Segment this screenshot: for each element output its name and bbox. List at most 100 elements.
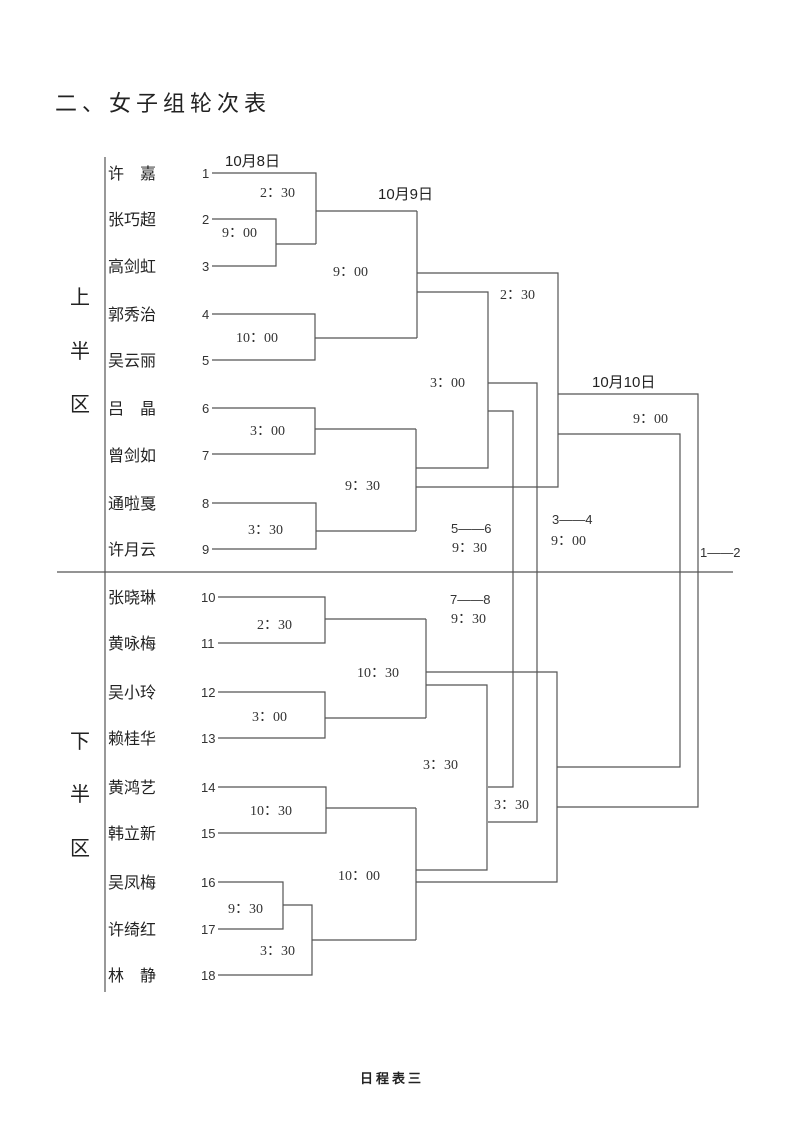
placement-3-4-time: 9：00 [551, 534, 586, 549]
player-row: 黄咏梅 11 [108, 634, 215, 653]
player-name: 许月云 [108, 540, 156, 559]
time-1-vs-23: 2：30 [260, 186, 295, 201]
section-lower-char-2: 半 [70, 782, 90, 806]
time-lower-semi-b: 3：30 [423, 758, 458, 773]
time-upper-semi-a: 2：30 [500, 288, 535, 303]
time-4-vs-5: 10：00 [236, 331, 278, 346]
player-row: 吴凤梅 16 [108, 873, 215, 892]
player-name: 郭秀治 [108, 305, 156, 324]
time-14-vs-15: 10：30 [250, 804, 292, 819]
line-upper-q1-out-b [416, 291, 489, 469]
player-seed: 5 [202, 353, 209, 368]
player-name: 许 嘉 [108, 164, 156, 183]
line-seed-14-15 [218, 786, 327, 834]
player-seed: 16 [201, 875, 215, 890]
time-8-vs-9: 3：30 [248, 523, 283, 538]
page-title: 二、女子组轮次表 [55, 92, 272, 117]
time-lower-q2: 10：00 [338, 869, 380, 884]
time-1617-vs-18: 3：30 [260, 944, 295, 959]
player-row: 许绮红 17 [108, 920, 215, 939]
line-lower-q1-out-b [416, 684, 488, 871]
section-lower-char-3: 区 [70, 836, 90, 860]
section-upper-char-2: 半 [70, 339, 90, 363]
footer-label: 日程表三 [360, 1072, 425, 1087]
player-name: 吕 晶 [108, 399, 156, 418]
player-seed: 2 [202, 212, 209, 227]
player-name: 黄咏梅 [108, 634, 156, 653]
player-row: 许 嘉 1 [108, 164, 209, 183]
time-12-vs-13: 3：00 [252, 710, 287, 725]
player-seed: 4 [202, 307, 209, 322]
player-name: 赖桂华 [108, 729, 156, 748]
player-name: 张巧超 [108, 210, 156, 229]
player-row: 赖桂华 13 [108, 729, 215, 748]
player-seed: 10 [201, 590, 215, 605]
player-seed: 13 [201, 731, 215, 746]
player-seed: 11 [201, 636, 215, 651]
player-seed: 12 [201, 685, 215, 700]
player-row: 张晓琳 10 [108, 588, 215, 607]
player-seed: 14 [201, 780, 215, 795]
line-upper-q1-out-a [416, 272, 559, 488]
time-lower-q1: 10：30 [357, 666, 399, 681]
player-name: 黄鸿艺 [108, 778, 156, 797]
placement-7-8-time: 9：30 [451, 612, 486, 627]
player-seed: 17 [201, 922, 215, 937]
placement-7-8-label: 7——8 [450, 592, 490, 607]
player-seed: 15 [201, 826, 215, 841]
player-row: 韩立新 15 [108, 824, 215, 843]
player-row: 林 静 18 [108, 966, 215, 985]
line-seed-12-13 [218, 691, 326, 739]
player-name: 韩立新 [108, 824, 156, 843]
line-upper-semi-a-out-2 [557, 433, 681, 768]
time-6-vs-7: 3：00 [250, 424, 285, 439]
player-seed: 8 [202, 496, 209, 511]
player-row: 郭秀治 4 [108, 305, 209, 324]
player-name: 吴凤梅 [108, 873, 156, 892]
player-name: 许绮红 [108, 920, 156, 939]
section-lower-char-1: 下 [70, 729, 90, 753]
date-day2: 10月9日 [378, 186, 433, 203]
placement-5-6-time: 9：30 [452, 541, 487, 556]
time-final-day3: 9：00 [633, 412, 668, 427]
line-upper-semi-b-out-1 [488, 382, 538, 823]
player-seed: 18 [201, 968, 215, 983]
line-seed-10-11 [218, 596, 326, 644]
player-name: 林 静 [108, 966, 156, 985]
line-seed-8-9 [212, 502, 317, 550]
line-seed-2-3 [212, 218, 277, 267]
time-2-vs-3: 9：00 [222, 226, 257, 241]
time-16-vs-17: 9：30 [228, 902, 263, 917]
player-row: 吴云丽 5 [108, 351, 209, 370]
line-lower-q1-out-a [416, 671, 558, 883]
placement-3-4-label: 3——4 [552, 512, 592, 527]
player-seed: 6 [202, 401, 209, 416]
player-name: 吴云丽 [108, 351, 156, 370]
player-seed: 3 [202, 259, 209, 274]
line-seed-1 [212, 172, 317, 244]
player-row: 张巧超 2 [108, 210, 209, 229]
bracket-lines [57, 157, 733, 992]
time-upper-q1: 9：00 [333, 265, 368, 280]
line-seed-6-7 [212, 407, 316, 455]
section-upper-char-1: 上 [70, 285, 90, 309]
player-row: 许月云 9 [108, 540, 209, 559]
line-upper-semi-a-out-1 [557, 393, 699, 808]
time-upper-q2: 9：30 [345, 479, 380, 494]
date-day1: 10月8日 [225, 153, 280, 170]
player-row: 吕 晶 6 [108, 399, 209, 418]
section-upper-char-3: 区 [70, 392, 90, 416]
line-upper-semi-b-out-2 [488, 410, 514, 788]
player-seed: 1 [202, 166, 209, 181]
player-name: 张晓琳 [108, 588, 156, 607]
player-row: 黄鸿艺 14 [108, 778, 215, 797]
date-day3: 10月10日 [592, 374, 655, 391]
player-name: 高剑虹 [108, 257, 156, 276]
player-seed: 9 [202, 542, 209, 557]
placement-1-2-label: 1——2 [700, 545, 740, 560]
placement-5-6-label: 5——6 [451, 521, 491, 536]
